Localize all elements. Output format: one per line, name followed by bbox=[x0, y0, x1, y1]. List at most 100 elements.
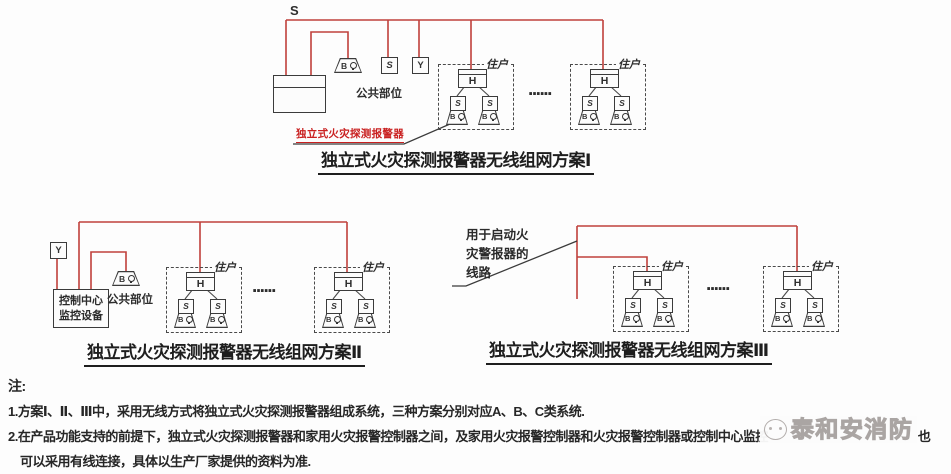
household-boundary bbox=[613, 266, 689, 332]
standalone-fire-detector-icon: S B bbox=[446, 96, 468, 125]
strobe-glyph bbox=[186, 316, 193, 325]
smoke-detector-symbol: S bbox=[614, 96, 630, 111]
household-label: 住户 bbox=[360, 262, 386, 275]
sounder-base-symbol: B bbox=[653, 311, 675, 327]
household-label: 住户 bbox=[212, 262, 238, 275]
ellipsis-more-households: ······ bbox=[252, 281, 277, 302]
standalone-fire-detector-icon: S B bbox=[354, 299, 376, 328]
sounder-strobe-icon: B bbox=[112, 271, 140, 286]
strobe-glyph bbox=[783, 315, 790, 324]
smoke-detector-symbol: S bbox=[657, 298, 673, 313]
strobe-glyph bbox=[366, 316, 373, 325]
home-gateway-icon: H bbox=[458, 69, 487, 88]
standalone-fire-detector-icon: S B bbox=[578, 96, 600, 125]
notes-heading: 注: bbox=[8, 378, 26, 394]
home-gateway-icon: H bbox=[186, 272, 215, 291]
wire-purpose-note: 用于启动火 灾警报器的 线路 bbox=[466, 228, 529, 280]
smoke-detector-symbol: S bbox=[450, 96, 466, 111]
sounder-base-symbol: B bbox=[578, 109, 600, 125]
sounder-base-symbol: B bbox=[771, 311, 793, 327]
manual-call-point-icon: Y bbox=[50, 242, 67, 259]
detector-callout-label: 独立式火灾探测报警器 bbox=[296, 126, 404, 143]
sounder-base-symbol: B bbox=[174, 312, 196, 328]
fire-alarm-control-panel-icon bbox=[273, 75, 326, 113]
strobe-glyph bbox=[633, 315, 640, 324]
household-unit: 住户 H S B S B bbox=[166, 262, 242, 333]
standalone-fire-detector-icon: S B bbox=[771, 298, 793, 327]
standalone-fire-detector-icon: S B bbox=[322, 299, 344, 328]
household-boundary bbox=[763, 266, 839, 332]
standalone-fire-detector-icon: S B bbox=[478, 96, 500, 125]
sounder-base-symbol: B bbox=[322, 312, 344, 328]
strobe-glyph bbox=[490, 113, 497, 122]
household-unit: 住户 H S B S B bbox=[613, 261, 689, 332]
public-area-label: 公共部位 bbox=[107, 294, 153, 306]
watermark: 泰和安消防 bbox=[759, 416, 918, 443]
smoke-detector-symbol: S bbox=[625, 298, 641, 313]
sounder-strobe-icon: B bbox=[334, 58, 362, 73]
home-gateway-icon: H bbox=[590, 69, 619, 88]
standalone-fire-detector-icon: S B bbox=[174, 299, 196, 328]
household-label: 住户 bbox=[659, 261, 685, 274]
home-gateway-icon: H bbox=[633, 271, 662, 290]
smoke-detector-symbol: S bbox=[775, 298, 791, 313]
standalone-fire-detector-icon: S B bbox=[653, 298, 675, 327]
smoke-detector-symbol: S bbox=[807, 298, 823, 313]
household-unit: 住户 H S B S B bbox=[438, 59, 514, 130]
public-area-label: 公共部位 bbox=[356, 88, 402, 100]
sounder-base-symbol: B bbox=[446, 109, 468, 125]
smoke-detector-symbol: S bbox=[178, 299, 194, 314]
smoke-detector-symbol: S bbox=[210, 299, 226, 314]
sounder-base-symbol: B bbox=[610, 109, 632, 125]
strobe-glyph bbox=[590, 113, 597, 122]
watermark-text: 泰和安消防 bbox=[790, 416, 914, 442]
smoke-detector-symbol: S bbox=[482, 96, 498, 111]
sounder-base-symbol: B bbox=[354, 312, 376, 328]
strobe-glyph bbox=[334, 316, 341, 325]
ellipsis-more-households: ······ bbox=[706, 279, 731, 300]
sounder-base-symbol: B bbox=[206, 312, 228, 328]
note-2: 2.在产品功能支持的前提下，独立式火灾探测报警器和家用火灾报警控制器之间，及家用… bbox=[8, 416, 931, 445]
household-boundary bbox=[166, 267, 242, 333]
scheme1-title: 独立式火灾探测报警器无线组网方案Ⅰ bbox=[318, 146, 594, 175]
control-center-monitoring-equipment: 控制中心 监控设备 bbox=[53, 289, 109, 328]
strobe-glyph bbox=[218, 316, 225, 325]
strobe-glyph bbox=[350, 62, 357, 71]
household-unit: 住户 H S B S B bbox=[570, 59, 646, 130]
household-boundary bbox=[570, 64, 646, 130]
household-label: 住户 bbox=[484, 59, 510, 72]
ellipsis-more-households: ······ bbox=[528, 84, 553, 105]
standalone-fire-detector-icon: S B bbox=[621, 298, 643, 327]
smoke-detector-symbol: S bbox=[326, 299, 342, 314]
smoke-detector-symbol: S bbox=[358, 299, 374, 314]
sounder-base-symbol: B bbox=[478, 109, 500, 125]
home-gateway-icon: H bbox=[783, 271, 812, 290]
standalone-fire-detector-icon: S B bbox=[206, 299, 228, 328]
household-label: 住户 bbox=[616, 59, 642, 72]
strobe-glyph bbox=[622, 113, 629, 122]
watermark-area: 设备之间泰和安消防 bbox=[759, 416, 918, 445]
sounder-base-symbol: B bbox=[803, 311, 825, 327]
strobe-glyph bbox=[665, 315, 672, 324]
smoke-detector-icon: S bbox=[381, 57, 398, 74]
note-1: 1.方案Ⅰ、Ⅱ、Ⅲ中，采用无线方式将独立式火灾探测报警器组成系统，三种方案分别对… bbox=[8, 404, 585, 419]
strobe-glyph bbox=[128, 275, 135, 284]
manual-call-point-icon: Y bbox=[412, 57, 429, 74]
strobe-glyph bbox=[458, 113, 465, 122]
sounder-base-symbol: B bbox=[621, 311, 643, 327]
smoke-detector-symbol: S bbox=[582, 96, 598, 111]
household-boundary bbox=[314, 267, 390, 333]
riser-label: S bbox=[290, 3, 299, 18]
scheme2-title: 独立式火灾探测报警器无线组网方案Ⅱ bbox=[84, 338, 365, 367]
note-2-continued: 可以采用有线连接，具体以生产厂家提供的资料为准. bbox=[20, 454, 311, 469]
standalone-fire-detector-icon: S B bbox=[803, 298, 825, 327]
home-gateway-icon: H bbox=[334, 272, 363, 291]
household-unit: 住户 H S B S B bbox=[314, 262, 390, 333]
standalone-fire-detector-icon: S B bbox=[610, 96, 632, 125]
scheme3-title: 独立式火灾探测报警器无线组网方案Ⅲ bbox=[486, 336, 772, 365]
household-unit: 住户 H S B S B bbox=[763, 261, 839, 332]
household-label: 住户 bbox=[809, 261, 835, 274]
household-boundary bbox=[438, 64, 514, 130]
watermark-logo-icon bbox=[763, 419, 787, 440]
